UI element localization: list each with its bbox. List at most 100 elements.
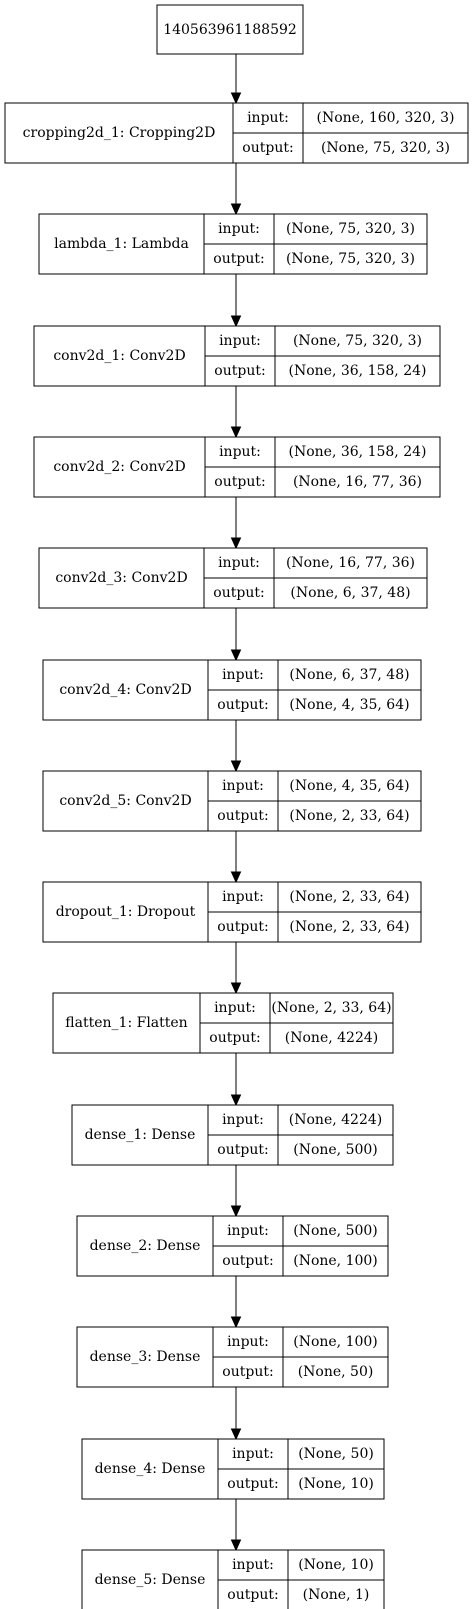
arrowhead-icon [230,203,242,216]
layer-node: dense_4: Dense input: output: (None, 50) (No… [81,1438,385,1500]
layer-output-label: output: [213,251,264,267]
layer-output-shape: (None, 4224) [285,1030,378,1046]
layer-output-label: output: [242,140,293,156]
layer-output-label: output: [209,1030,260,1046]
layer-node: dense_1: Dense input: output: (None, 4224) (… [71,1104,394,1166]
layer-input-label: input: [218,221,260,237]
layer-output-label: output: [217,1142,268,1158]
layer-output-label: output: [213,585,264,601]
arrowhead-icon [230,871,242,884]
layer-output-shape: (None, 500) [293,1142,378,1158]
layer-name: conv2d_1: Conv2D [53,348,185,364]
layer-name: lambda_1: Lambda [54,236,189,252]
edge-arrow [230,608,242,662]
layer-input-label: input: [219,444,261,460]
layer-input-shape: (None, 500) [293,1223,378,1239]
edges [230,54,242,1552]
layer-input-shape: (None, 2, 33, 64) [271,1000,391,1016]
layer-input-label: input: [222,889,264,905]
arrowhead-icon [230,1094,242,1107]
layer-output-shape: (None, 16, 77, 36) [293,474,422,490]
layer-input-label: input: [218,555,260,571]
edge-arrow [230,831,242,884]
layer-input-shape: (None, 50) [298,1446,374,1462]
layer-input-label: input: [219,333,261,349]
root-node: 140563961188592 [156,4,304,55]
arrowhead-icon [230,426,242,439]
edge-arrow [230,163,242,216]
edge-arrow [230,1165,242,1218]
layer-output-label: output: [217,919,268,935]
layer-name: dense_3: Dense [90,1349,201,1365]
layer-output-shape: (None, 50) [298,1364,374,1380]
layer-input-shape: (None, 160, 320, 3) [317,110,455,126]
arrowhead-icon [230,537,242,550]
edge-arrow [230,1387,242,1441]
edge-arrow [230,1276,242,1329]
layer-node: lambda_1: Lambda input: output: (None, 75, … [38,213,428,275]
layer-name: conv2d_3: Conv2D [55,570,187,586]
layer-output-shape: (None, 4, 35, 64) [289,697,409,713]
layer-output-label: output: [227,1587,278,1603]
layer-input-label: input: [247,110,289,126]
layer-output-label: output: [222,1364,273,1380]
layer-input-shape: (None, 75, 320, 3) [293,333,422,349]
layer-output-label: output: [222,1253,273,1269]
layer-input-label: input: [232,1446,274,1462]
layer-input-shape: (None, 75, 320, 3) [286,221,415,237]
layer-name: cropping2d_1: Cropping2D [23,125,216,141]
layer-node: conv2d_1: Conv2D input: output: (None, 75, … [33,325,441,387]
arrowhead-icon [230,982,242,995]
layer-output-shape: (None, 75, 320, 3) [321,140,450,156]
layer-input-shape: (None, 10) [298,1557,374,1573]
root-node-label: 140563961188592 [163,22,297,38]
layer-name: flatten_1: Flatten [65,1015,187,1031]
layer-input-shape: (None, 4, 35, 64) [289,778,409,794]
layer-output-shape: (None, 75, 320, 3) [286,251,415,267]
layer-input-label: input: [222,778,264,794]
layer-nodes: cropping2d_1: Cropping2D input: output: (No… [4,102,469,1609]
layer-input-label: input: [222,1112,264,1128]
arrowhead-icon [230,92,242,105]
layer-input-shape: (None, 100) [293,1334,378,1350]
layer-name: dense_4: Dense [95,1461,206,1477]
edge-arrow [230,497,242,550]
root-node-box [156,4,304,55]
arrowhead-icon [230,1316,242,1329]
layer-output-shape: (None, 1) [303,1587,370,1603]
arrowhead-icon [230,1539,242,1552]
layer-output-shape: (None, 36, 158, 24) [289,363,427,379]
layer-node-box [81,1549,385,1609]
layer-name: dropout_1: Dropout [56,904,196,920]
layer-input-label: input: [214,1000,256,1016]
edge-arrow [230,720,242,773]
layer-input-shape: (None, 4224) [289,1112,382,1128]
arrowhead-icon [230,760,242,773]
layer-output-label: output: [227,1476,278,1492]
arrowhead-icon [230,1428,242,1441]
layer-output-shape: (None, 100) [293,1253,378,1269]
layer-input-shape: (None, 6, 37, 48) [289,667,409,683]
edge-arrow [230,386,242,439]
edge-arrow [230,54,242,105]
layer-output-label: output: [214,363,265,379]
layer-name: conv2d_4: Conv2D [59,682,191,698]
layer-output-label: output: [217,697,268,713]
layer-name: dense_2: Dense [90,1238,201,1254]
edge-arrow [230,942,242,995]
edge-arrow [230,274,242,328]
layer-input-label: input: [232,1557,274,1573]
layer-output-label: output: [217,808,268,824]
layer-name: dense_1: Dense [85,1127,196,1143]
layer-node: flatten_1: Flatten input: output: (None, 2,… [52,992,394,1054]
edge-arrow [230,1499,242,1552]
layer-name: conv2d_5: Conv2D [59,793,191,809]
layer-output-shape: (None, 10) [298,1476,374,1492]
arrowhead-icon [230,649,242,662]
